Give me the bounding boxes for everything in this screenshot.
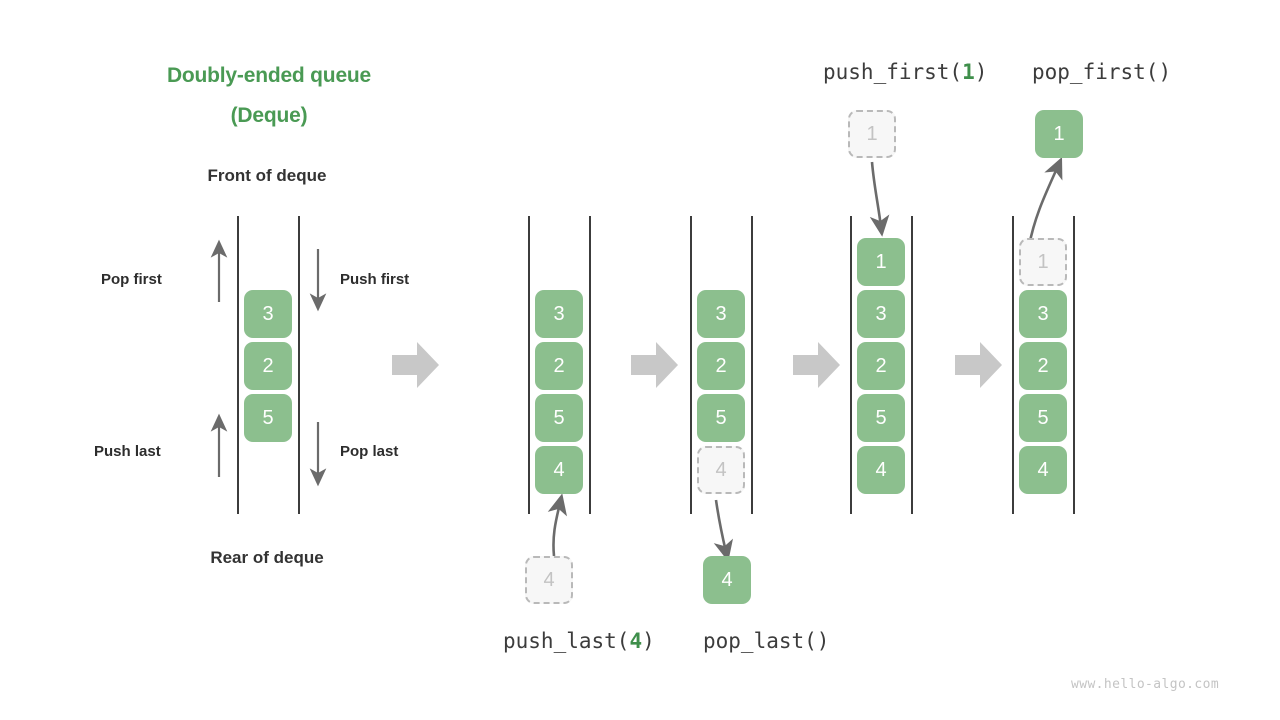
watermark: www.hello-algo.com xyxy=(1071,677,1220,692)
rear-of-deque-label: Rear of deque xyxy=(210,548,324,567)
pop-first-signature-name: pop_first( xyxy=(1032,60,1159,84)
deque-rail-left-overview xyxy=(237,216,239,514)
push-first-motion-arrow xyxy=(869,161,890,237)
pop-last-signature: pop_last() xyxy=(703,629,829,653)
flow-arrow-4 xyxy=(955,342,1002,388)
deque-cell: 3 xyxy=(244,290,292,338)
deque-cell: 3 xyxy=(697,290,745,338)
deque-rail-left-state2 xyxy=(690,216,692,514)
deque-cell-ghost: 4 xyxy=(697,446,745,494)
deque-cell: 2 xyxy=(1019,342,1067,390)
deque-stack-state4: 1 3 2 5 4 xyxy=(1019,238,1067,494)
deque-stack-state1: 3 2 5 4 xyxy=(535,290,583,494)
front-of-deque-label: Front of deque xyxy=(207,166,327,185)
pop-last-floating-cell: 4 xyxy=(703,556,751,604)
push-first-floating-cell: 1 xyxy=(848,110,896,158)
flow-arrow-3 xyxy=(793,342,840,388)
deque-stack-state2: 3 2 5 4 xyxy=(697,290,745,494)
deque-cell: 5 xyxy=(697,394,745,442)
deque-cell: 4 xyxy=(535,446,583,494)
deque-rail-right-state2 xyxy=(751,216,753,514)
push-last-signature-name: push_last( xyxy=(503,629,630,653)
deque-cell: 5 xyxy=(857,394,905,442)
deque-cell: 2 xyxy=(697,342,745,390)
deque-cell: 5 xyxy=(1019,394,1067,442)
deque-rail-right-state3 xyxy=(911,216,913,514)
pop-last-signature-close: ) xyxy=(816,629,830,653)
push-first-label: Push first xyxy=(340,271,410,288)
push-last-label: Push last xyxy=(94,443,161,460)
push-first-signature-name: push_first( xyxy=(823,60,963,84)
pop-last-signature-name: pop_last( xyxy=(703,629,817,653)
deque-cell: 3 xyxy=(857,290,905,338)
deque-rail-left-state3 xyxy=(850,216,852,514)
push-first-signature-close: ) xyxy=(974,60,988,84)
deque-cell: 5 xyxy=(535,394,583,442)
push-first-signature: push_first(1) xyxy=(823,60,987,84)
flow-arrow-1 xyxy=(392,342,439,388)
flow-arrow-2 xyxy=(631,342,678,388)
pop-first-motion-arrow xyxy=(1027,156,1063,247)
deque-cell-ghost: 1 xyxy=(1019,238,1067,286)
deque-rail-right-state4 xyxy=(1073,216,1075,514)
pop-first-signature-close: ) xyxy=(1158,60,1172,84)
push-first-signature-arg: 1 xyxy=(962,60,975,84)
push-last-signature-close: ) xyxy=(642,629,655,653)
deque-rail-right-state1 xyxy=(589,216,591,514)
deque-cell: 3 xyxy=(1019,290,1067,338)
deque-cell: 2 xyxy=(244,342,292,390)
page-title-line1: Doubly-ended queue xyxy=(166,64,372,87)
deque-cell: 5 xyxy=(244,394,292,442)
deque-cell: 3 xyxy=(535,290,583,338)
pop-last-motion-arrow xyxy=(713,499,733,562)
deque-cell: 1 xyxy=(857,238,905,286)
deque-rail-left-state1 xyxy=(528,216,530,514)
pop-first-label: Pop first xyxy=(101,271,162,288)
deque-rail-left-state4 xyxy=(1012,216,1014,514)
push-last-signature-arg: 4 xyxy=(629,629,643,653)
deque-cell: 2 xyxy=(535,342,583,390)
push-last-motion-arrow xyxy=(547,493,567,557)
deque-cell: 4 xyxy=(857,446,905,494)
pop-last-label: Pop last xyxy=(340,443,399,460)
deque-rail-right-overview xyxy=(298,216,300,514)
deque-stack-state3: 1 3 2 5 4 xyxy=(857,238,905,494)
push-last-floating-cell: 4 xyxy=(525,556,573,604)
push-last-signature: push_last(4) xyxy=(503,629,655,653)
pop-first-floating-cell: 1 xyxy=(1035,110,1083,158)
deque-cell: 4 xyxy=(1019,446,1067,494)
page-title-line2: (Deque) xyxy=(230,104,308,127)
deque-cell: 2 xyxy=(857,342,905,390)
pop-first-signature: pop_first() xyxy=(1032,60,1171,84)
deque-stack-overview: 3 2 5 xyxy=(244,290,292,442)
